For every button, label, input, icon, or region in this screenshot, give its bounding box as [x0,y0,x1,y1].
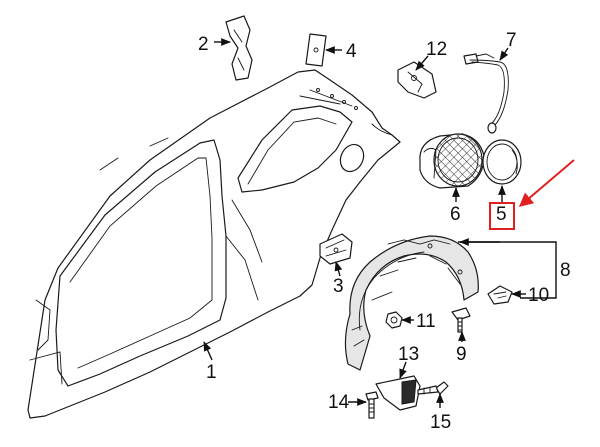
leader-3 [334,261,343,277]
clip-nut-part-10 [487,285,513,305]
filler-housing-part-6 [419,133,485,189]
bracket-part-12 [397,61,437,99]
callout-13: 13 [398,344,419,365]
callout-11: 11 [416,311,436,332]
highlight-annotation [489,159,575,230]
leader-7 [499,47,509,61]
release-cable-part-7 [463,53,509,134]
screw-part-15 [417,381,449,395]
leader-1 [203,341,213,361]
callout-15: 15 [430,412,451,433]
callout-10: 10 [528,285,549,306]
callout-12: 12 [426,39,447,60]
plate-part-4 [305,33,327,67]
highlight-arrow [518,159,575,207]
leader-12 [415,55,429,71]
callout-labels: 1 2 3 4 12 7 6 5 8 10 11 9 13 14 15 [198,30,571,433]
leader-lines [203,38,557,408]
bolt-part-9 [451,307,471,333]
callout-1: 1 [206,362,217,383]
callout-4: 4 [346,41,357,62]
callout-7: 7 [506,30,517,51]
leader-13 [399,361,407,379]
wheelhouse-liner-part-8 [344,235,479,371]
highlight-box [489,202,515,230]
fuel-door-part-5 [482,139,522,185]
callout-2: 2 [198,34,209,55]
bracket-part-2 [225,15,253,81]
callout-5: 5 [496,204,507,225]
callout-8: 8 [560,260,571,281]
nut-part-11 [385,311,403,329]
clip-bracket-part-3 [319,233,353,265]
callout-14: 14 [328,392,350,413]
leader-8 [458,241,557,299]
callout-3: 3 [333,276,344,297]
trim-part-13 [375,375,421,411]
callout-6: 6 [450,204,461,225]
quarter-panel-part [27,69,401,419]
bolt-part-14 [365,391,379,419]
callout-9: 9 [456,344,467,365]
